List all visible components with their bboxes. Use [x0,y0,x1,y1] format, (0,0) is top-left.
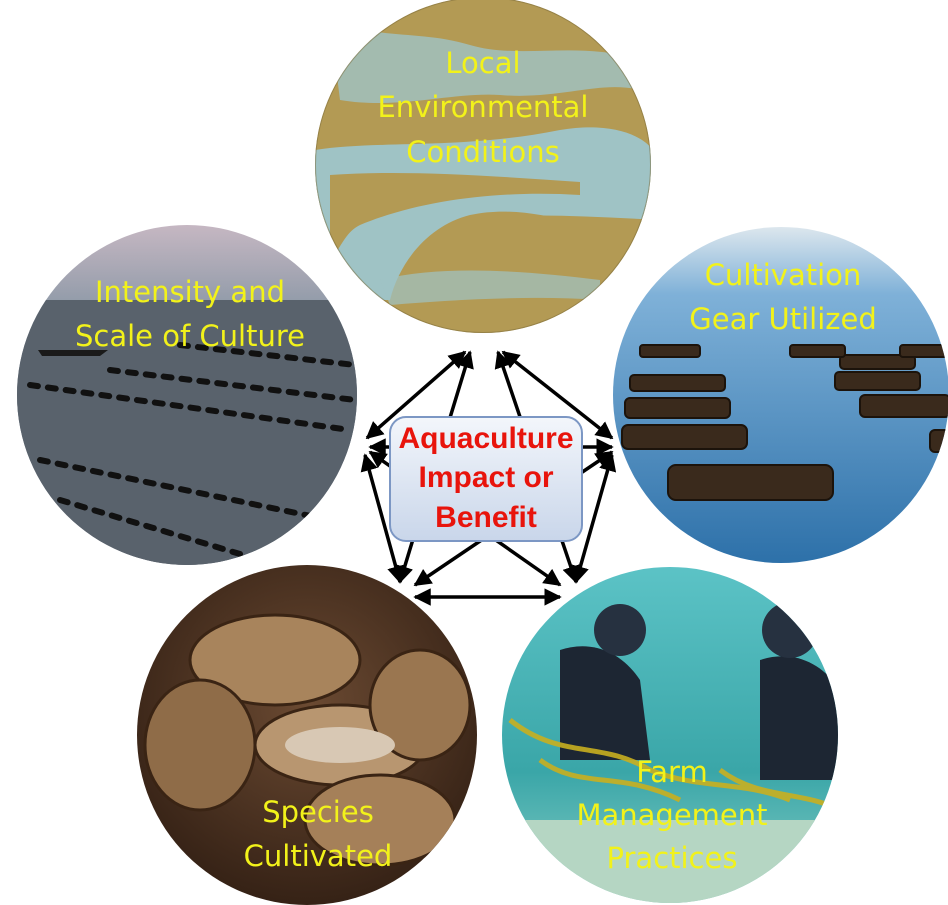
center-line-1: Aquaculture [398,422,573,455]
center-label: Aquaculture Impact or Benefit [398,422,573,534]
label-management-line-1: Farm [636,755,707,789]
environment-image [315,0,651,333]
label-environment: Local Environmental Conditions [377,46,588,169]
label-intensity-line-1: Intensity and [95,275,285,309]
label-intensity: Intensity and Scale of Culture [75,275,305,353]
label-management-line-3: Practices [607,841,738,875]
label-management: Farm Management Practices [576,755,767,875]
label-environment-line-2: Environmental [377,90,588,124]
label-gear-line-1: Cultivation [705,258,862,292]
label-management-line-2: Management [576,798,767,832]
label-species: Species Cultivated [244,795,393,873]
center-line-3: Benefit [435,501,537,534]
species-image [137,565,477,905]
label-environment-line-3: Conditions [406,135,560,169]
label-intensity-line-2: Scale of Culture [75,319,305,353]
label-environment-line-1: Local [445,46,520,80]
label-species-line-2: Cultivated [244,839,393,873]
intensity-image [17,225,357,565]
center-line-2: Impact or [418,461,553,494]
center-box [389,416,583,542]
label-gear-line-2: Gear Utilized [689,302,876,336]
gear-image [613,227,948,563]
label-gear: Cultivation Gear Utilized [689,258,876,336]
label-species-line-1: Species [262,795,374,829]
